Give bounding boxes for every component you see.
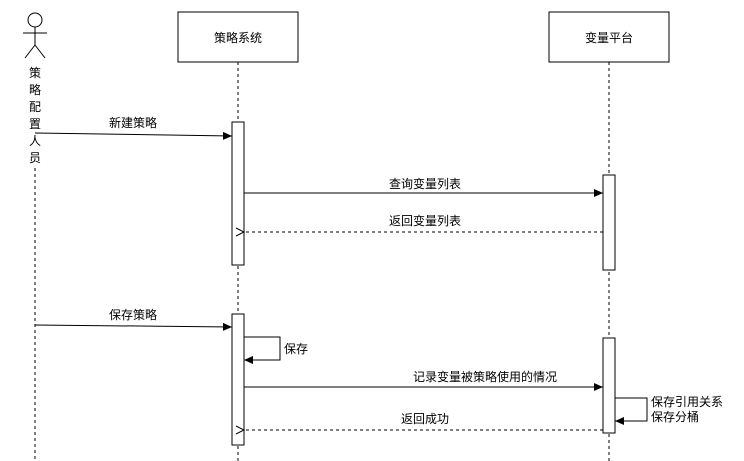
actor-label-char: 置	[29, 117, 41, 131]
actor-label-char: 员	[29, 151, 41, 165]
activation-variable-platform-1	[602, 174, 616, 271]
message-platform-self-label-1: 保存引用关系	[651, 395, 723, 409]
message-new-strategy-label: 新建策略	[109, 115, 157, 130]
actor-left-leg	[24, 44, 36, 59]
message-platform-self-label-2: 保存分桶	[651, 409, 699, 424]
actor-label-char: 人	[29, 134, 41, 148]
message-save-strategy-arrow	[34, 322, 233, 331]
participant-strategy-system	[177, 11, 299, 63]
message-record-usage-label: 记录变量被策略使用的情况	[413, 369, 557, 384]
participant-variable-platform	[548, 11, 670, 63]
actor-label-char: 配	[29, 100, 41, 114]
activation-strategy-system-1	[231, 121, 245, 266]
message-save-self-label: 保存	[284, 342, 308, 356]
message-save-strategy-label: 保存策略	[109, 307, 157, 322]
actor-label-char: 策	[29, 66, 41, 80]
actor-head	[27, 12, 43, 28]
message-query-variables-label: 查询变量列表	[389, 176, 461, 191]
actor-right-leg	[34, 44, 46, 59]
activation-variable-platform-2	[602, 337, 616, 434]
actor-label-char: 略	[29, 82, 41, 97]
message-new-strategy-arrow	[34, 131, 233, 140]
activation-strategy-system-2	[231, 313, 245, 446]
participant-strategy-system-label: 策略系统	[214, 30, 262, 45]
participant-variable-platform-label: 变量平台	[585, 30, 633, 45]
actor-strategy-configurator: 策 略 配 置 人 员	[23, 12, 47, 165]
message-return-success-label: 返回成功	[401, 412, 449, 426]
message-return-variables-label: 返回变量列表	[389, 213, 461, 228]
message-save-self-arrow	[244, 336, 281, 364]
message-platform-self-arrow	[615, 397, 648, 425]
